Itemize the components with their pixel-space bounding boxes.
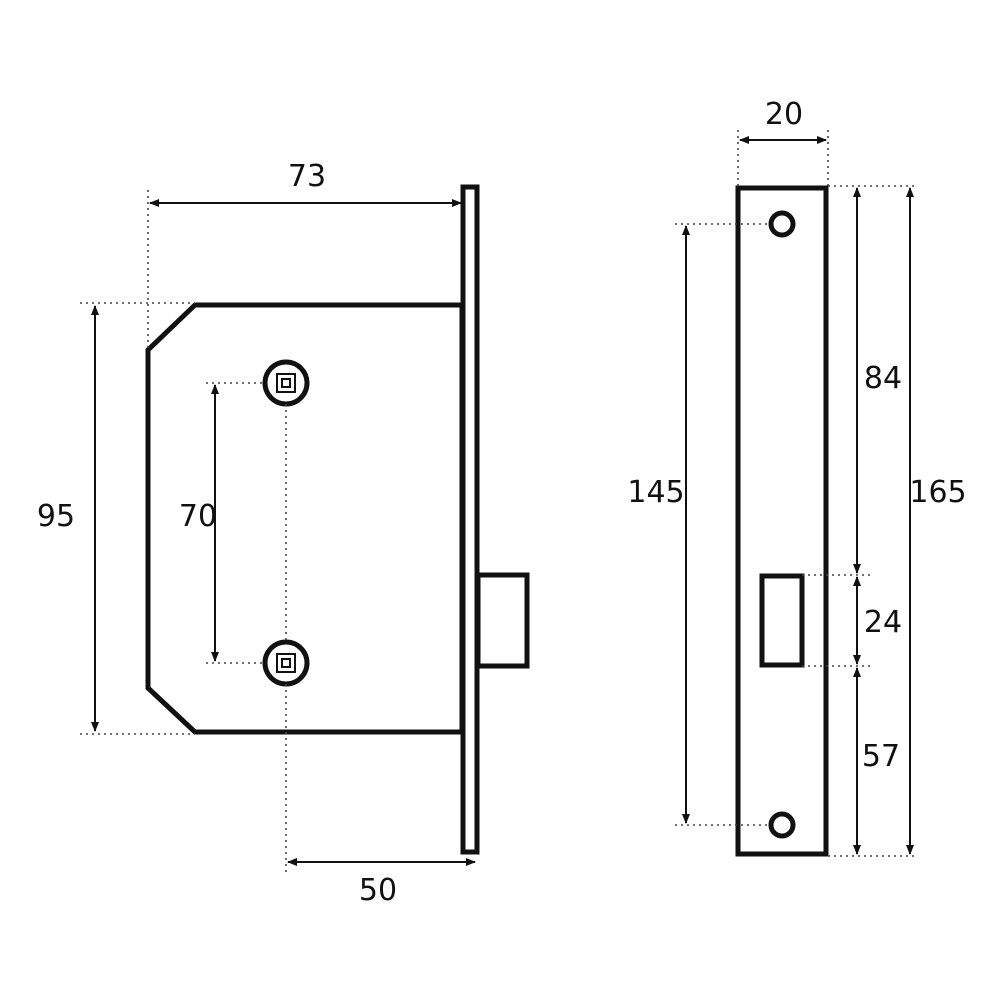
dimension-57: 57 [853, 667, 900, 855]
lower-spindle-hub [262, 639, 310, 687]
dimension-50-label: 50 [359, 873, 397, 908]
latch-bolt [475, 572, 530, 669]
dimension-165: 165 [906, 187, 967, 855]
dimension-20: 20 [739, 97, 827, 144]
dimension-95: 95 [37, 305, 99, 732]
dimension-145-label: 145 [627, 475, 684, 510]
faceplate-front-view: 20 145 84 24 57 165 [627, 97, 967, 857]
dimension-50: 50 [287, 858, 476, 908]
dimension-70: 70 [179, 384, 219, 662]
dimension-70-label: 70 [179, 499, 217, 534]
dimension-57-label: 57 [862, 739, 900, 774]
dimension-20-label: 20 [765, 97, 803, 132]
lock-side-view: 73 95 70 50 [37, 159, 530, 908]
dimension-24: 24 [853, 576, 902, 665]
dimension-145: 145 [627, 225, 690, 824]
dimension-84-label: 84 [864, 361, 902, 396]
faceplate-outline [735, 185, 829, 857]
dimension-73-label: 73 [288, 159, 326, 194]
bolt-opening [759, 573, 805, 668]
upper-screw-hole [768, 210, 796, 238]
upper-spindle-hub [262, 359, 310, 407]
dimension-84: 84 [853, 187, 902, 574]
dimension-73: 73 [149, 159, 462, 207]
dimension-24-label: 24 [864, 605, 902, 640]
dimension-95-label: 95 [37, 499, 75, 534]
lower-screw-hole [768, 811, 796, 839]
forend-plate [460, 184, 480, 855]
dimension-165-label: 165 [909, 475, 966, 510]
lock-extension-lines [80, 190, 287, 872]
